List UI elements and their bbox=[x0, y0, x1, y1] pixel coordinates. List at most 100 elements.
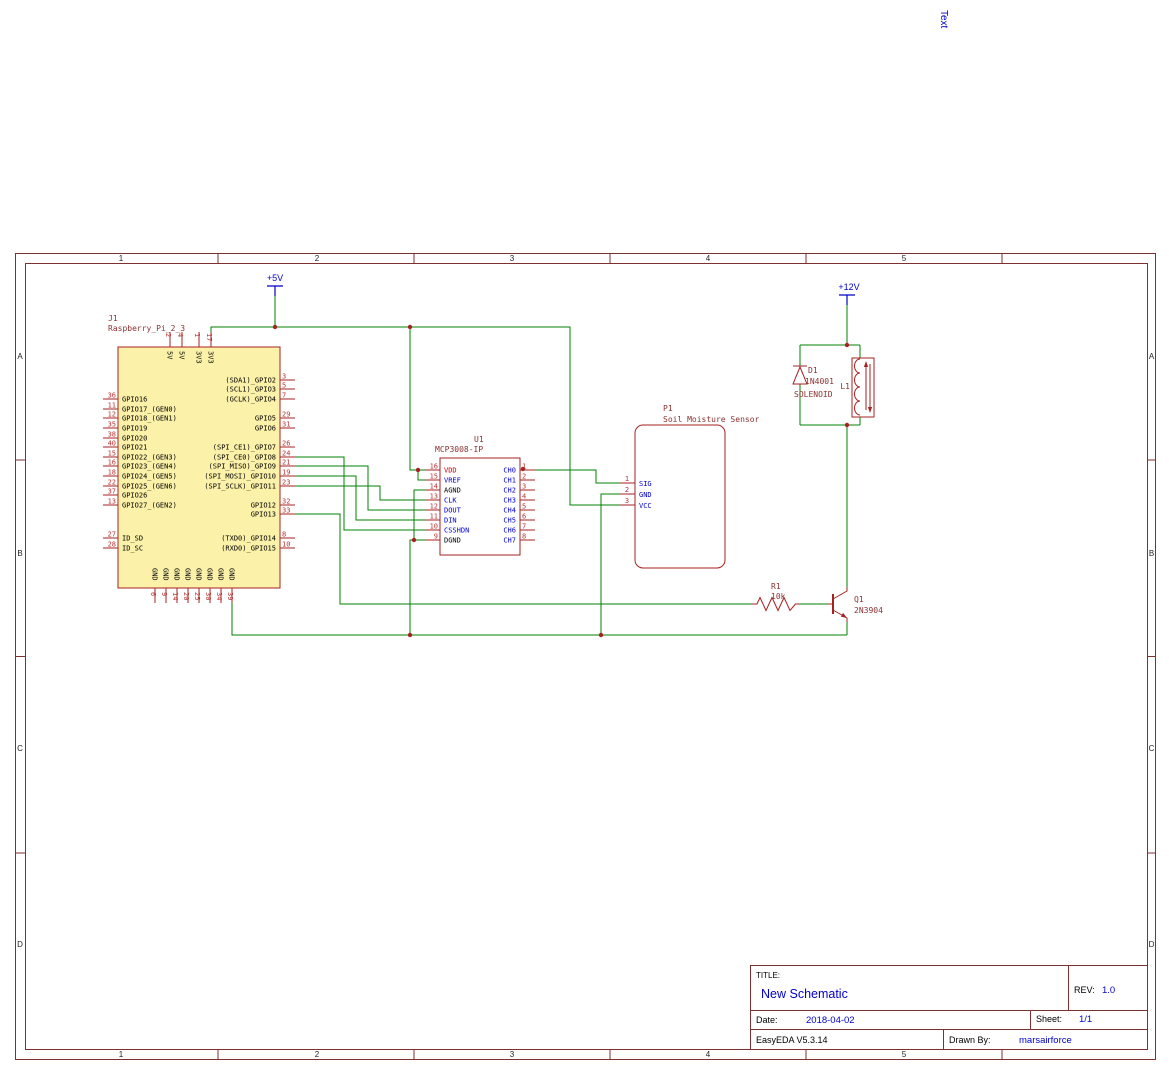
pin-label: CH3 bbox=[503, 497, 516, 505]
pin-label: DOUT bbox=[444, 507, 462, 515]
pin-label: GPIO12 bbox=[251, 502, 276, 510]
pin-label: CH4 bbox=[503, 507, 516, 515]
power-flag-5v[interactable]: +5V bbox=[267, 273, 283, 296]
pin-label: CLK bbox=[444, 497, 457, 505]
frame-column-label: 3 bbox=[510, 1050, 515, 1059]
p1-ref[interactable]: P1 bbox=[663, 404, 673, 413]
sheet-frame: 1 2 3 4 5 1 2 3 4 5 A B C D A B C D bbox=[15, 253, 1156, 1060]
pin-number: 13 bbox=[430, 493, 438, 501]
frame-ticks bbox=[15, 253, 1156, 1060]
pin-number: 5 bbox=[522, 503, 526, 511]
pin-label: GND bbox=[173, 568, 181, 581]
pin-number: 35 bbox=[108, 421, 116, 429]
pin-number: 9 bbox=[160, 592, 168, 596]
frame-row-label: C bbox=[17, 744, 23, 753]
drawn-by-value[interactable]: marsairforce bbox=[1019, 1035, 1072, 1046]
l1-ref[interactable]: L1 bbox=[840, 382, 850, 391]
pin-label: GPIO18_(GEN1) bbox=[122, 415, 177, 423]
d1-value[interactable]: 1N4001 bbox=[805, 377, 834, 386]
pin-label: GPIO25_(GEN6) bbox=[122, 483, 177, 491]
wire-gnd-rail[interactable] bbox=[231, 603, 847, 636]
wire-dout[interactable] bbox=[295, 465, 425, 511]
q1-value[interactable]: 2N3904 bbox=[854, 606, 883, 615]
pin-label: 3V3 bbox=[207, 351, 215, 364]
j1-body[interactable] bbox=[117, 346, 281, 589]
wire-vdd[interactable] bbox=[409, 327, 425, 471]
pin-number: 3 bbox=[522, 483, 526, 491]
transistor-collector bbox=[832, 587, 848, 600]
stray-text-label[interactable]: Text bbox=[938, 10, 949, 29]
wire-gpio13-r1[interactable] bbox=[295, 513, 752, 605]
component-d1[interactable]: D1 1N4001 bbox=[792, 365, 834, 386]
resistor-icon[interactable] bbox=[752, 596, 800, 612]
frame-column-label: 1 bbox=[119, 1050, 124, 1059]
software-version: EasyEDA V5.3.14 bbox=[756, 1035, 828, 1045]
frame-column-label: 5 bbox=[902, 254, 907, 263]
pin-label: 5V bbox=[166, 351, 174, 360]
pin-number: 37 bbox=[108, 488, 116, 496]
r1-value[interactable]: 10k bbox=[771, 592, 786, 601]
wire-p1-gnd[interactable] bbox=[600, 493, 620, 635]
title-block-grid bbox=[750, 965, 1148, 1050]
l1-value[interactable]: SOLENOID bbox=[794, 390, 833, 399]
pin-number: 19 bbox=[282, 469, 290, 477]
wire-din[interactable] bbox=[295, 475, 425, 521]
component-r1[interactable]: R1 10k bbox=[752, 582, 800, 612]
frame-row-label: A bbox=[1149, 352, 1155, 361]
pin-number: 1 bbox=[625, 475, 629, 483]
j1-value[interactable]: Raspberry_Pi_2_3 bbox=[108, 324, 185, 333]
pin-number: 5 bbox=[282, 382, 286, 390]
pin-number: 11 bbox=[108, 402, 116, 410]
junction-dots bbox=[272, 324, 850, 638]
pin-number: 31 bbox=[282, 421, 290, 429]
pin-number: 16 bbox=[430, 463, 438, 471]
pin-number: 12 bbox=[430, 503, 438, 511]
sheet-label: Sheet: bbox=[1036, 1014, 1062, 1024]
component-l1[interactable]: L1 SOLENOID bbox=[794, 357, 875, 418]
wire-agnd[interactable] bbox=[413, 489, 425, 540]
wire-5v-rail[interactable] bbox=[210, 326, 620, 506]
pin-number: 40 bbox=[108, 440, 116, 448]
rev-value[interactable]: 1.0 bbox=[1102, 985, 1115, 996]
junction-dot bbox=[844, 422, 850, 428]
u1-body[interactable] bbox=[439, 457, 521, 556]
pin-number: 28 bbox=[108, 541, 116, 549]
q1-ref[interactable]: Q1 bbox=[854, 595, 864, 604]
power-flag-12v[interactable]: +12V bbox=[838, 282, 860, 305]
wire-csshdn[interactable] bbox=[295, 456, 425, 531]
frame-column-label: 2 bbox=[315, 1050, 320, 1059]
r1-ref[interactable]: R1 bbox=[771, 582, 781, 591]
pin-number: 14 bbox=[430, 483, 438, 491]
pin-number: 1 bbox=[193, 333, 201, 337]
pin-label: (SPI_MISO)_GPIO9 bbox=[209, 463, 276, 471]
wire-dgnd[interactable] bbox=[409, 539, 425, 635]
wire-ch0-sig[interactable] bbox=[535, 469, 620, 484]
junction-dot bbox=[407, 632, 413, 638]
pin-number: 27 bbox=[108, 531, 116, 539]
pin-number: 39 bbox=[226, 592, 234, 600]
u1-value[interactable]: MCP3008-IP bbox=[435, 445, 483, 454]
schematic-title[interactable]: New Schematic bbox=[761, 987, 848, 1001]
drawn-by-label: Drawn By: bbox=[949, 1035, 991, 1045]
date-value[interactable]: 2018-04-02 bbox=[806, 1015, 855, 1026]
wire-vref[interactable] bbox=[417, 470, 425, 481]
j1-ref[interactable]: J1 bbox=[108, 314, 118, 323]
pin-label: AGND bbox=[444, 487, 461, 495]
pin-label: GND bbox=[206, 568, 214, 581]
pin-number: 6 bbox=[522, 513, 526, 521]
pin-number: 1 bbox=[522, 463, 526, 471]
u1-ref[interactable]: U1 bbox=[474, 435, 484, 444]
pin-label: CH5 bbox=[503, 517, 516, 525]
junction-dot bbox=[598, 632, 604, 638]
wire-clk[interactable] bbox=[295, 485, 425, 501]
p1-value[interactable]: Soil Moisture Sensor bbox=[663, 415, 760, 424]
p1-body[interactable] bbox=[634, 424, 726, 569]
sheet-value[interactable]: 1/1 bbox=[1079, 1014, 1092, 1025]
pin-number: 33 bbox=[282, 507, 290, 515]
component-q1[interactable]: Q1 2N3904 bbox=[827, 587, 883, 622]
d1-ref[interactable]: D1 bbox=[808, 366, 818, 375]
